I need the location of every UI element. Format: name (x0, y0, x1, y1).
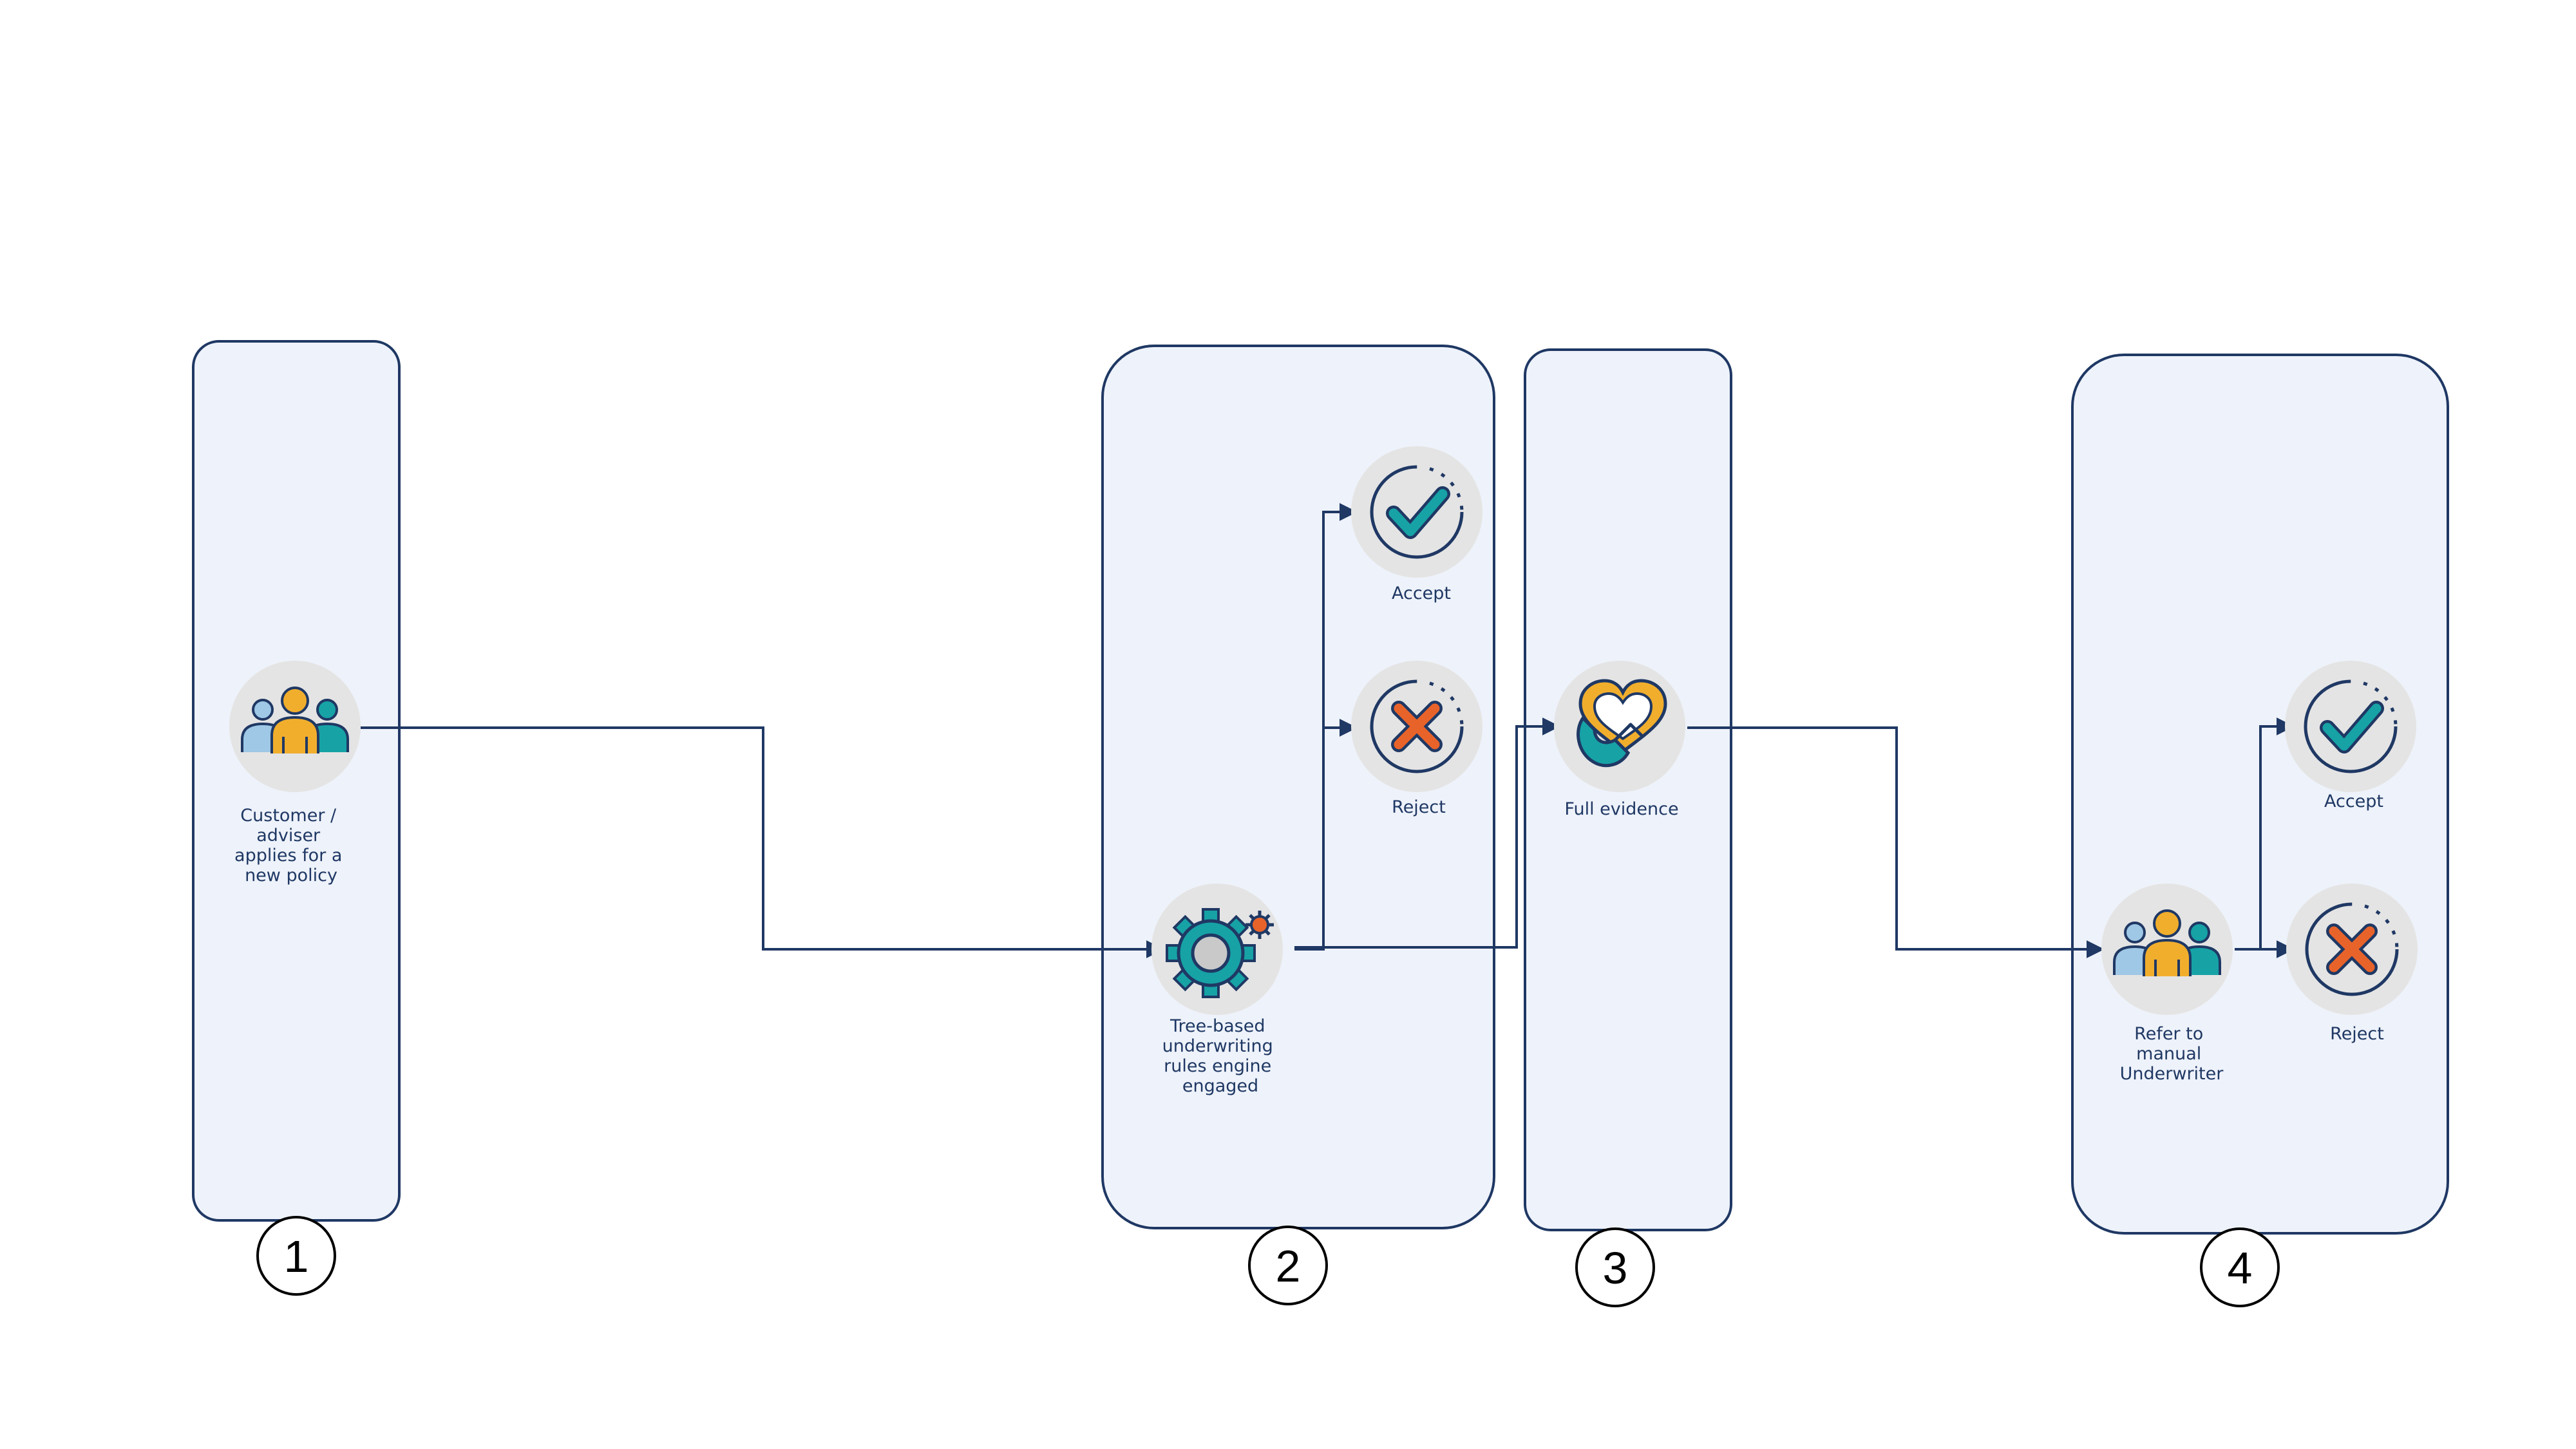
connectors (361, 503, 2295, 958)
node-manual-underwriter: Refer to manual Underwriter (2101, 884, 2233, 1084)
stage-3-number: 3 (1603, 1243, 1628, 1293)
node-customer: Customer / adviser applies for a new pol… (229, 661, 361, 886)
connector-engine-to-accept (1294, 503, 1358, 951)
stage-1-badge: 1 (256, 1216, 336, 1296)
stage-2-number: 2 (1276, 1241, 1301, 1291)
accept-manual-label: Accept (2324, 791, 2383, 811)
heart-hands-icon (1577, 679, 1667, 768)
connector-customer-to-engine (361, 726, 1164, 958)
small-gear-icon (1245, 911, 1274, 939)
manual-underwriter-label: Refer to manual Underwriter (2120, 1024, 2224, 1084)
stage-4-badge: 4 (2200, 1227, 2280, 1307)
node-reject-auto: Reject (1351, 661, 1482, 817)
connector-engine-to-full-evidence (1294, 717, 1560, 949)
full-evidence-label: Full evidence (1564, 799, 1678, 819)
stage-1-number: 1 (284, 1231, 309, 1282)
reject-auto-label: Reject (1392, 797, 1446, 817)
node-reject-manual: Reject (2286, 884, 2418, 1044)
node-full-evidence: Full evidence (1554, 661, 1685, 819)
node-rules-engine: Tree-based underwriting rules engine eng… (1151, 884, 1283, 1096)
accept-auto-label: Accept (1392, 583, 1451, 603)
connector-evidence-to-underwriter (1687, 726, 2105, 958)
node-accept-manual: Accept (2285, 661, 2416, 811)
gear-icon (1166, 908, 1274, 998)
customer-label: Customer / adviser applies for a new pol… (234, 806, 348, 886)
stage-4-number: 4 (2228, 1243, 2253, 1293)
stage-2-badge: 2 (1248, 1226, 1328, 1305)
node-accept-auto: Accept (1351, 446, 1482, 603)
rules-engine-label: Tree-based underwriting rules engine eng… (1162, 1016, 1279, 1096)
stage-3-badge: 3 (1575, 1227, 1655, 1307)
reject-manual-label: Reject (2330, 1024, 2384, 1044)
